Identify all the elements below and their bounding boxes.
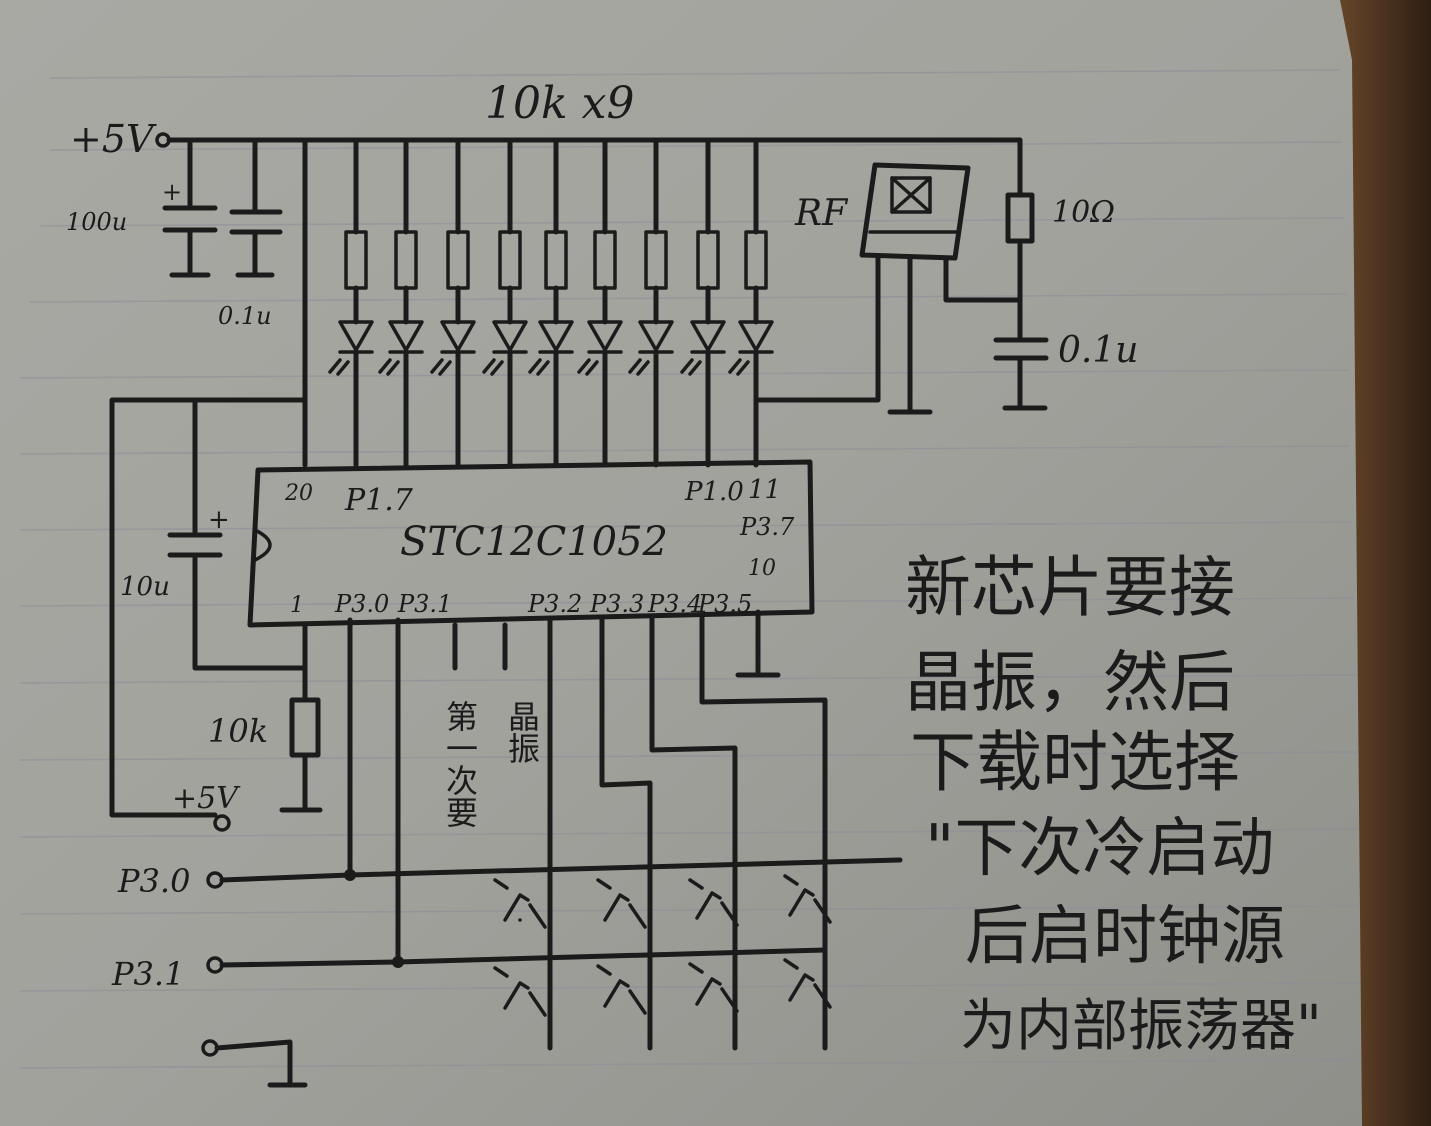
- rf-module: [753, 162, 1023, 415]
- capacitor-0-1u-left: [229, 137, 283, 278]
- switch-r1-c2: [596, 878, 647, 929]
- switch-r2-c4: [783, 958, 832, 1009]
- note-line-1: 新芯片要接: [905, 549, 1235, 626]
- cap-10u-label: 10u: [120, 572, 170, 602]
- rf-module-label: RF: [794, 193, 849, 234]
- chip-pin-p35: P3.5: [697, 590, 752, 618]
- switch-r2-c2: [596, 964, 647, 1015]
- chip-pin-p10: P1.0: [684, 477, 744, 507]
- chip-pin-p32: P3.2: [527, 590, 582, 618]
- switch-r1-c4: [783, 874, 832, 924]
- resistor-10-ohm-label: 10Ω: [1052, 195, 1115, 230]
- resistor-10k: [279, 622, 323, 813]
- port-p31-label: P3.1: [111, 955, 184, 993]
- gnd-pin10-wire: [735, 609, 781, 678]
- resistor-array-label: 10k x9: [485, 78, 634, 129]
- chip-pin-p37: P3.7: [739, 513, 795, 541]
- handwritten-note: 新芯片要接 晶振，然后 下载时选择 "下次冷启动 后启时钟源 为内部振荡器": [905, 549, 1322, 1059]
- chip-pin-20: 20: [284, 481, 313, 506]
- cap-100u-label: 100u: [66, 208, 127, 236]
- column-wire-4: [699, 615, 828, 1051]
- chip-pin-1: 1: [290, 593, 304, 618]
- switch-matrix: [493, 874, 832, 1017]
- junction-p31: [392, 956, 404, 968]
- cap-0-1u-right-label: 0.1u: [1058, 330, 1138, 371]
- switch-r1-c1: [493, 878, 547, 929]
- resistor-led-column-7: [628, 137, 674, 468]
- ruled-lines: [19, 69, 1361, 1069]
- chip-name: STC12C1052: [400, 519, 668, 565]
- svg-text:+: +: [208, 505, 230, 535]
- note-line-3: 下载时选择: [910, 724, 1240, 801]
- svg-text:+: +: [162, 178, 182, 206]
- capacitor-10u: +: [167, 397, 308, 671]
- resistor-led-column-9: [728, 137, 774, 468]
- chip-pin-p34: P3.4: [647, 590, 702, 618]
- resistor-10k-label: 10k: [208, 712, 268, 750]
- column-wire-2: [599, 615, 653, 1051]
- resistor-led-column-8: [680, 137, 726, 468]
- switch-r1-c3: [688, 878, 739, 927]
- switch-r2-c1: [493, 966, 547, 1017]
- resistor-led-column-5: [528, 137, 574, 468]
- chip-pin-11: 11: [748, 475, 781, 505]
- resistor-10-ohm: [993, 192, 1049, 411]
- mcu-chip: [247, 459, 815, 628]
- resistor-led-column-2: [378, 137, 424, 468]
- top-rail-wire: [166, 137, 1023, 198]
- chip-pin-p30: P3.0: [334, 590, 389, 618]
- resistor-led-column-6: [577, 137, 623, 468]
- supply-bottom-label: +5V: [172, 781, 241, 816]
- resistor-led-column-3: [430, 137, 476, 468]
- resistor-led-column-4: [482, 137, 528, 468]
- supply-top-label: +5V: [70, 117, 157, 161]
- chip-pin-p33: P3.3: [589, 590, 644, 618]
- crystal-note-left: 第一次要: [441, 700, 479, 828]
- junction-p30: [344, 869, 356, 881]
- column-wire-3: [649, 615, 738, 1051]
- chip-pin-p17: P1.7: [344, 483, 414, 518]
- switch-r2-c3: [688, 962, 739, 1013]
- capacitor-100u: +: [162, 137, 218, 278]
- port-p30-label: P3.0: [117, 862, 190, 900]
- gnd-terminal-wire: [214, 1039, 308, 1088]
- crystal-note-right: 晶振: [503, 700, 541, 764]
- chip-pin-p31: P3.1: [397, 590, 452, 618]
- note-line-2: 晶振，然后: [905, 644, 1235, 721]
- cap-0-1u-left-label: 0.1u: [218, 302, 272, 330]
- note-line-5: 后启时钟源: [965, 900, 1285, 974]
- chip-pin-10: 10: [748, 556, 776, 581]
- note-line-6: 为内部振荡器": [960, 994, 1322, 1059]
- crystal-pin-wires: [452, 622, 508, 671]
- reset-loop-wire: [109, 397, 308, 818]
- supply-bottom-terminal: [213, 814, 231, 832]
- note-line-4: "下次冷启动: [925, 812, 1274, 886]
- resistor-led-column-1: [328, 137, 374, 468]
